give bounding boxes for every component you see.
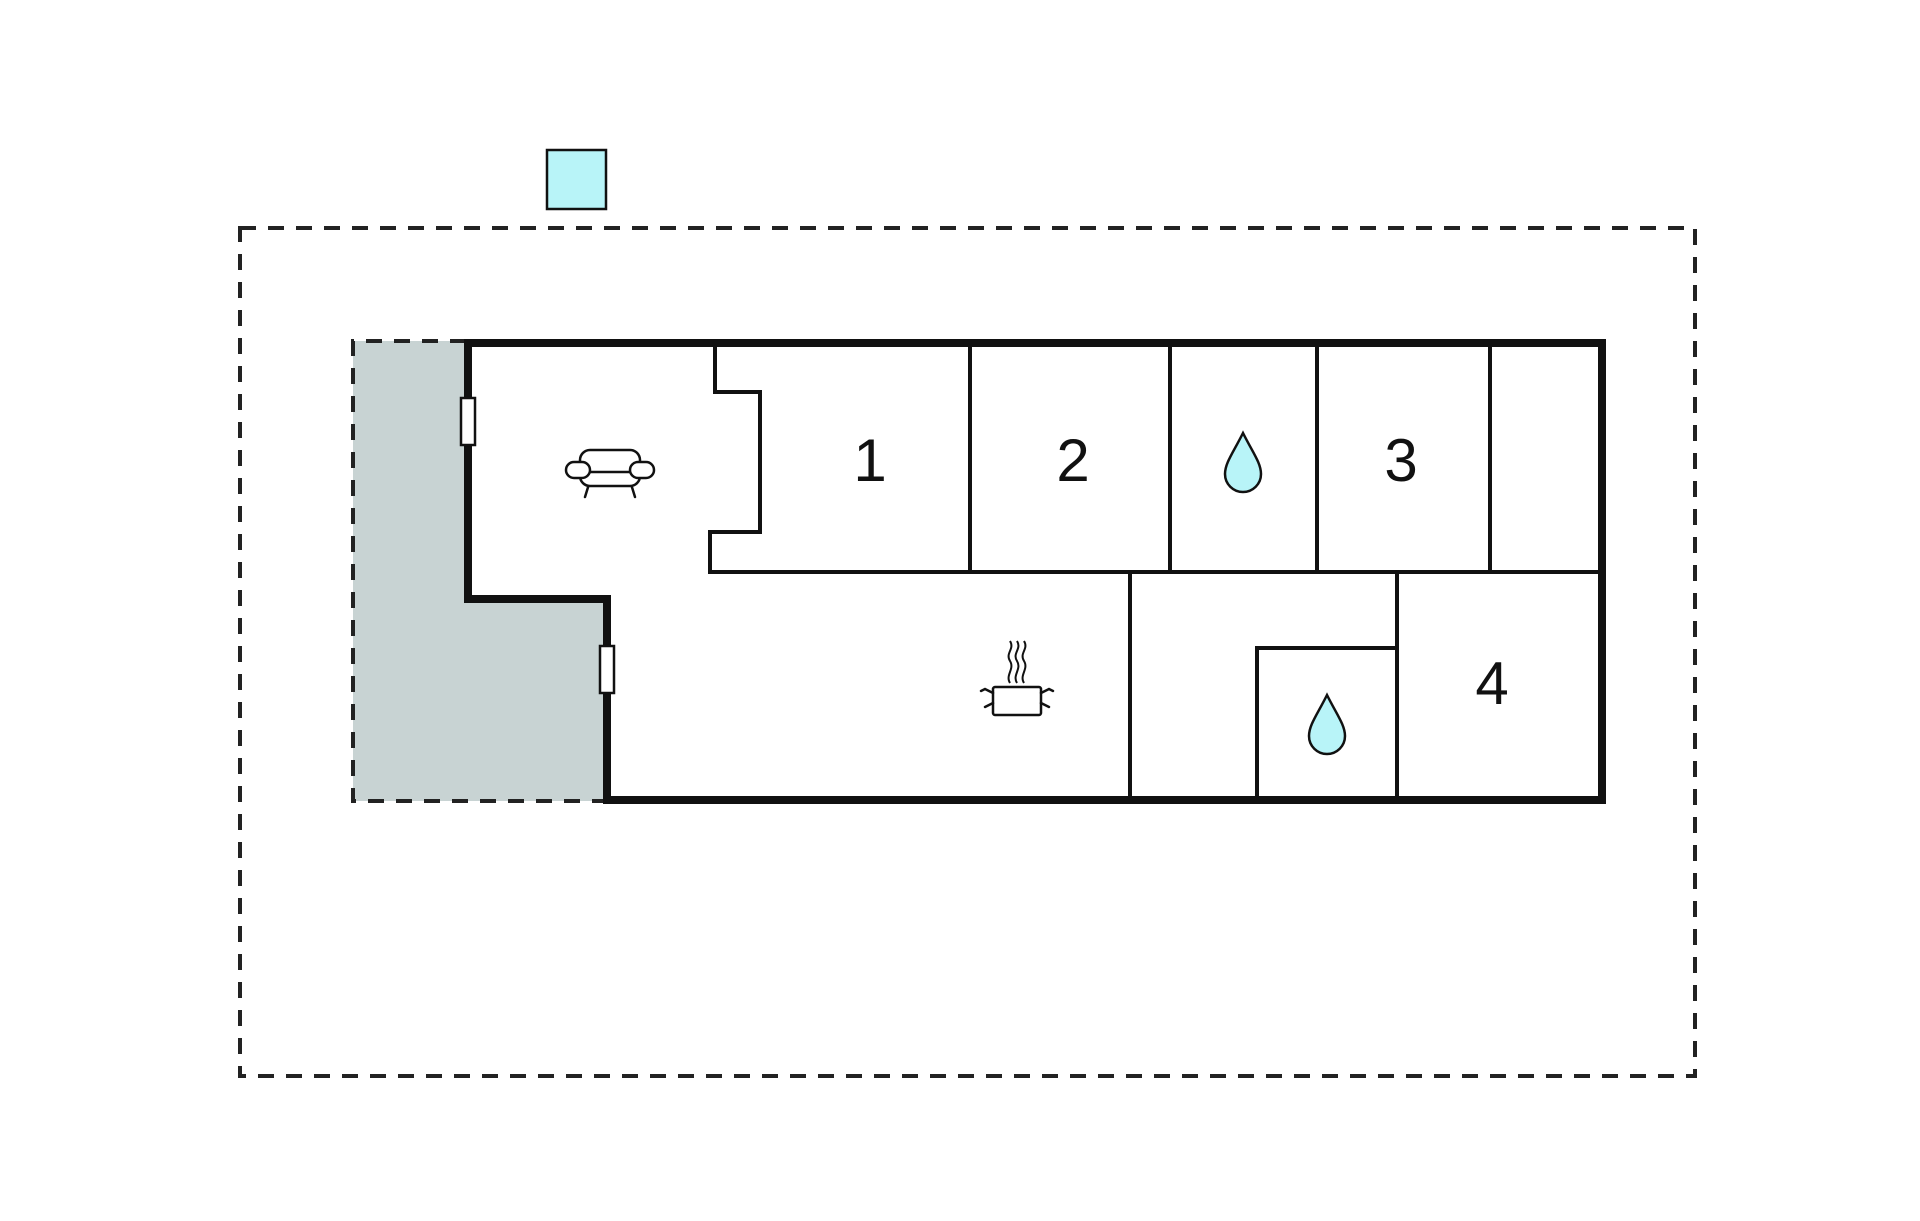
terrace-outline <box>351 339 605 803</box>
door-living-room[interactable] <box>459 396 477 447</box>
room-number-4: 4 <box>1475 650 1508 717</box>
room-number-3: 3 <box>1384 427 1417 494</box>
water-drop-icon <box>1307 692 1347 756</box>
room-number-2: 2 <box>1056 427 1089 494</box>
exterior-walls <box>464 339 1606 804</box>
water-drop-icon <box>1223 430 1263 494</box>
cooking-pot-icon <box>979 640 1055 717</box>
sofa-icon <box>564 448 656 499</box>
pool <box>545 148 608 211</box>
room-number-1: 1 <box>853 427 886 494</box>
door-kitchen[interactable] <box>598 644 616 695</box>
partitions <box>708 347 1600 796</box>
plot-area <box>238 226 1697 1078</box>
